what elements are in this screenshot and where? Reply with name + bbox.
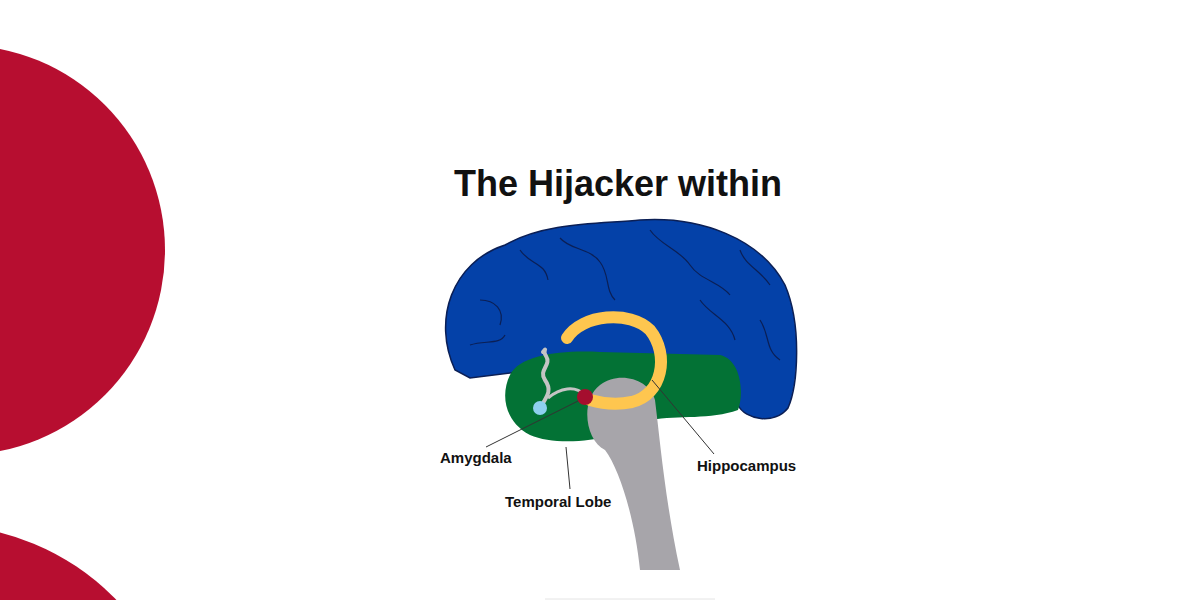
part-label: Amygdala [438, 449, 514, 466]
decor-circle [0, 45, 165, 455]
decor-circle [0, 525, 185, 600]
amygdala [577, 389, 593, 405]
part-label: Temporal Lobe [503, 493, 613, 510]
leader-line [566, 447, 570, 489]
baseline [545, 599, 715, 600]
sulci [470, 230, 780, 360]
title: The Hijacker within [454, 163, 782, 205]
leader-lines [486, 380, 714, 489]
olfactory-tract [540, 349, 549, 408]
leader-line [652, 380, 714, 454]
leader-line [486, 401, 578, 447]
part-label: Hippocampus [695, 457, 798, 474]
olfactory-bulb [533, 401, 547, 415]
